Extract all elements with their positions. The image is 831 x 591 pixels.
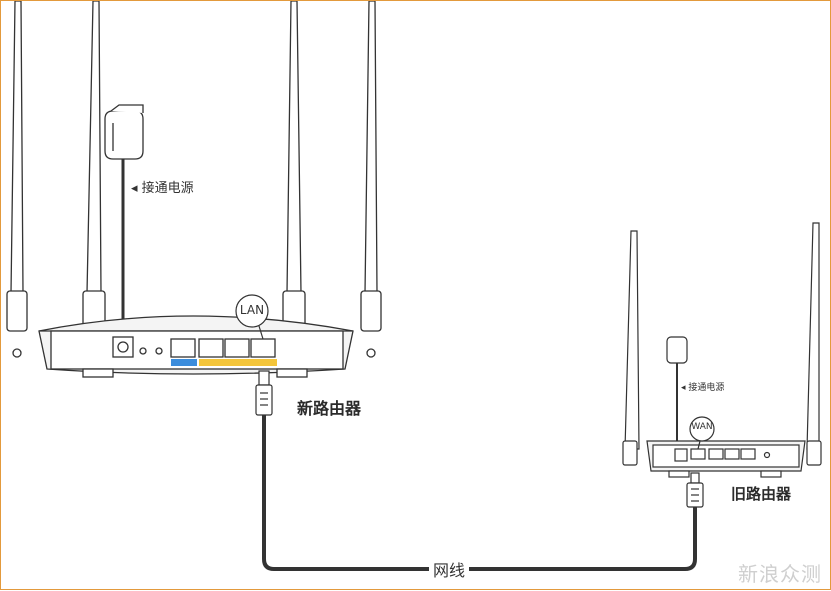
new-router-antennas	[6, 1, 382, 358]
power-adapter-icon	[104, 104, 144, 331]
old-router-name: 旧路由器	[731, 485, 792, 503]
new-router-body	[38, 315, 354, 378]
old-network-plug-icon	[686, 472, 704, 508]
lan-callout-icon	[235, 294, 269, 340]
old-router-body	[646, 440, 806, 478]
antenna-4-icon	[364, 1, 378, 294]
wan-callout-icon	[689, 416, 715, 450]
cable-label: 网线	[429, 557, 470, 581]
new-power-label: ◂ 接通电源	[131, 181, 194, 196]
antenna-2-icon	[86, 1, 102, 294]
lan-color-strip	[199, 359, 277, 366]
wan-color-strip	[171, 359, 197, 366]
network-plug-icon	[255, 370, 273, 416]
antenna-1-base	[6, 290, 28, 332]
lan-label: LAN	[239, 303, 265, 317]
old-router-antennas	[622, 222, 822, 466]
old-power-adapter-icon	[666, 336, 688, 441]
watermark: 新浪众测	[738, 562, 822, 586]
old-power-label: ◂ 接通电源	[681, 383, 725, 393]
new-router-name: 新路由器	[297, 399, 362, 418]
antenna-3-icon	[286, 1, 302, 294]
antenna-1-icon	[10, 1, 24, 294]
network-cable	[262, 415, 697, 571]
wan-label: WAN	[691, 422, 713, 432]
